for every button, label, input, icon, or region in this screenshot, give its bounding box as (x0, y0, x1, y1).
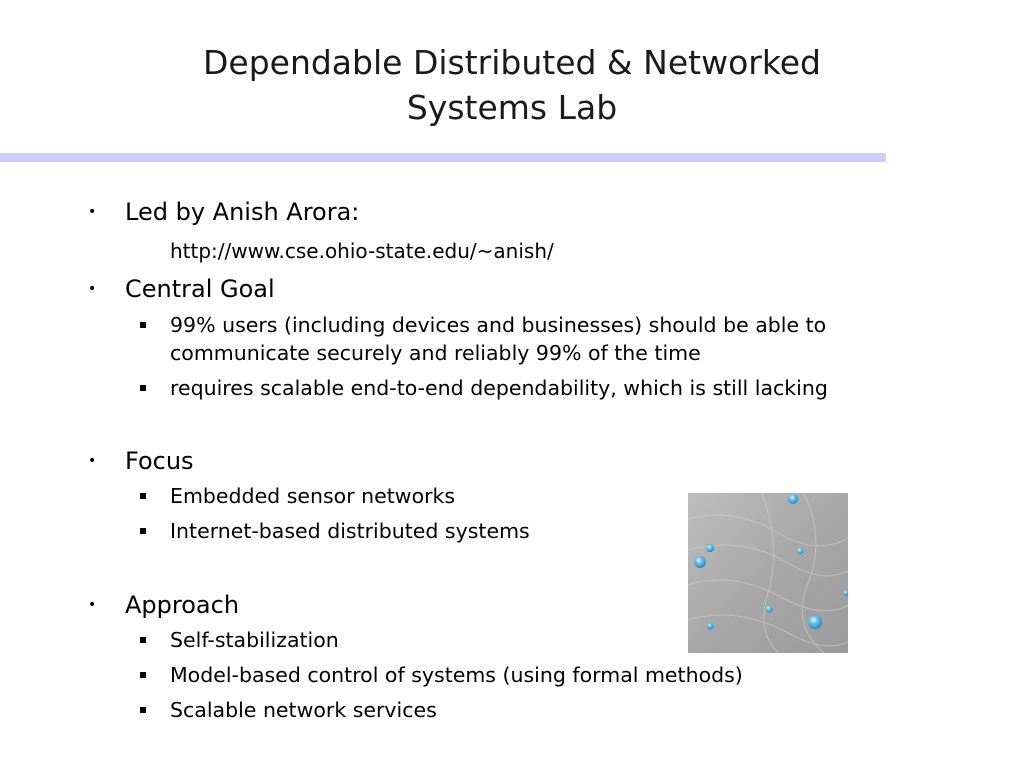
sub-bullet-text: Embedded sensor networks (170, 484, 456, 508)
square-bullet-icon (140, 322, 146, 328)
sub-bullet-text: Model-based control of systems (using fo… (170, 663, 743, 687)
square-bullet-icon (140, 637, 146, 643)
sub-bullet-text: 99% users (including devices and busines… (170, 313, 827, 337)
bullet-label-central-goal: Central Goal (125, 275, 275, 303)
bullet-dot-icon: • (88, 597, 97, 613)
square-bullet-icon (140, 493, 146, 499)
bullet-label-approach: Approach (125, 591, 240, 619)
sub-bullet-text: Self-stabilization (170, 628, 339, 652)
sub-bullet-text: requires scalable end-to-end dependabili… (170, 376, 828, 400)
bullet-label-led-by: Led by Anish Arora: (125, 198, 360, 226)
square-bullet-icon (140, 385, 146, 391)
square-bullet-icon (140, 672, 146, 678)
bullet-dot-icon: • (88, 204, 97, 220)
slide-title-line-2: Systems Lab (406, 88, 618, 127)
water-droplets-image (688, 493, 848, 653)
title-underline (0, 153, 886, 162)
sub-bullet-text: communicate securely and reliably 99% of… (170, 341, 701, 365)
lab-url-link[interactable]: http://www.cse.ohio-state.edu/~anish/ (170, 239, 554, 263)
slide-title-line-1: Dependable Distributed & Networked (202, 43, 822, 82)
square-bullet-icon (140, 528, 146, 534)
square-bullet-icon (140, 707, 146, 713)
bullet-dot-icon: • (88, 453, 97, 469)
slide-title: Dependable Distributed & Networked Syste… (0, 40, 1024, 130)
sub-bullet-text: Internet-based distributed systems (170, 519, 530, 543)
bullet-label-focus: Focus (125, 447, 194, 475)
bullet-dot-icon: • (88, 281, 97, 297)
water-droplets-graphic (688, 493, 848, 653)
sub-bullet-text: Scalable network services (170, 698, 437, 722)
